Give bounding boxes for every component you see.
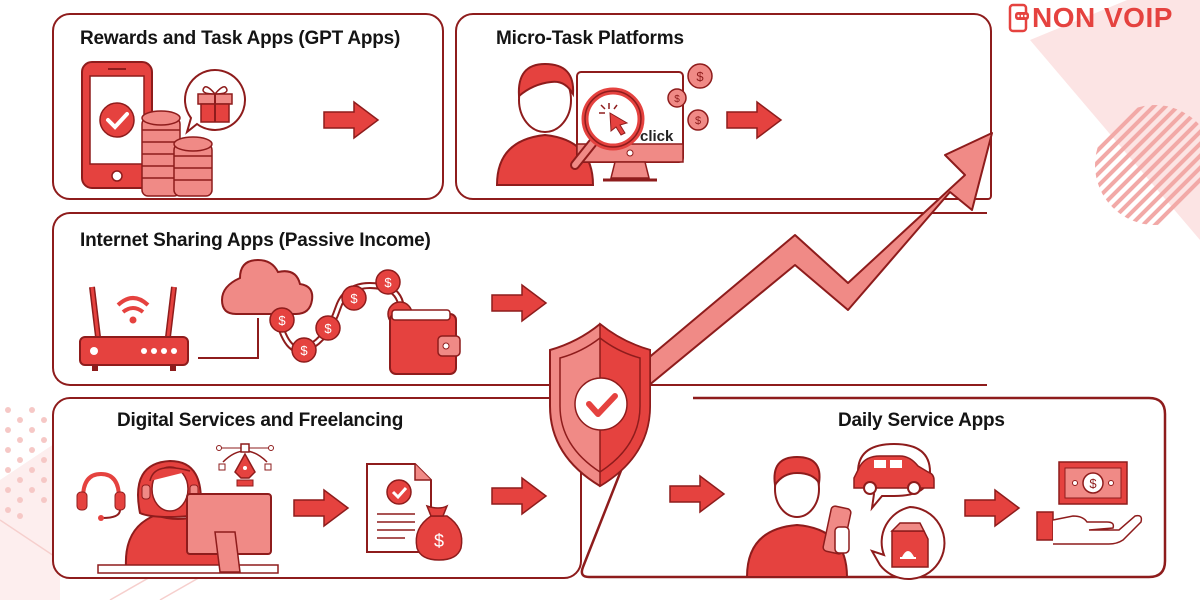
svg-text:$: $ xyxy=(695,115,701,127)
panel-title-rewards: Rewards and Task Apps (GPT Apps) xyxy=(80,28,401,49)
shield-check-icon xyxy=(549,322,651,488)
phone-chat-icon xyxy=(1008,3,1029,33)
brand-logo: NON VOIP xyxy=(1008,2,1173,34)
wifi-router-icon xyxy=(79,286,189,371)
panel-title-microtask: Micro-Task Platforms xyxy=(496,28,684,49)
svg-text:$: $ xyxy=(384,275,392,290)
headset-icon xyxy=(76,471,126,521)
arrow-right-icon[interactable] xyxy=(490,283,550,323)
panel-title-internet-sharing: Internet Sharing Apps (Passive Income) xyxy=(80,230,431,251)
arrow-right-icon[interactable] xyxy=(668,474,728,514)
panel-title-digital-services: Digital Services and Freelancing xyxy=(117,410,404,431)
cash-hand-icon: $ xyxy=(1036,461,1143,545)
coin-stack-icon xyxy=(141,110,213,197)
click-label: click xyxy=(640,128,674,145)
gift-bubble-icon xyxy=(184,68,246,135)
smartphone-check-icon xyxy=(81,61,153,189)
arrow-right-icon[interactable] xyxy=(725,100,785,140)
money-bag-icon: $ xyxy=(415,504,463,561)
magnifier-cursor-icon xyxy=(570,87,645,170)
car-bubble-icon xyxy=(853,442,935,512)
computer-icon xyxy=(186,493,272,573)
food-bag-bubble-icon xyxy=(869,505,946,580)
growth-arrow-icon xyxy=(624,132,993,406)
person-phone-icon xyxy=(745,455,852,578)
arrow-right-icon[interactable] xyxy=(292,488,352,528)
person-icon xyxy=(495,62,595,186)
svg-text:$: $ xyxy=(434,531,444,551)
svg-text:$: $ xyxy=(350,291,358,306)
arrow-right-icon[interactable] xyxy=(963,488,1023,528)
dollar-coin-icon: $ $ $ xyxy=(667,63,713,131)
arrow-right-icon[interactable] xyxy=(322,100,382,140)
logo-text: NON VOIP xyxy=(1032,2,1173,33)
svg-text:$: $ xyxy=(696,69,704,84)
svg-text:$: $ xyxy=(324,321,332,336)
arrow-right-icon[interactable] xyxy=(490,476,550,516)
pen-tool-icon xyxy=(216,443,274,487)
panel-title-daily-service: Daily Service Apps xyxy=(838,410,1005,431)
svg-text:$: $ xyxy=(1089,476,1097,491)
svg-text:$: $ xyxy=(674,94,680,105)
coin-chain-icon: $$$$$$ xyxy=(198,258,413,363)
svg-text:$: $ xyxy=(278,313,286,328)
wallet-icon xyxy=(389,309,461,375)
svg-text:$: $ xyxy=(300,343,308,358)
